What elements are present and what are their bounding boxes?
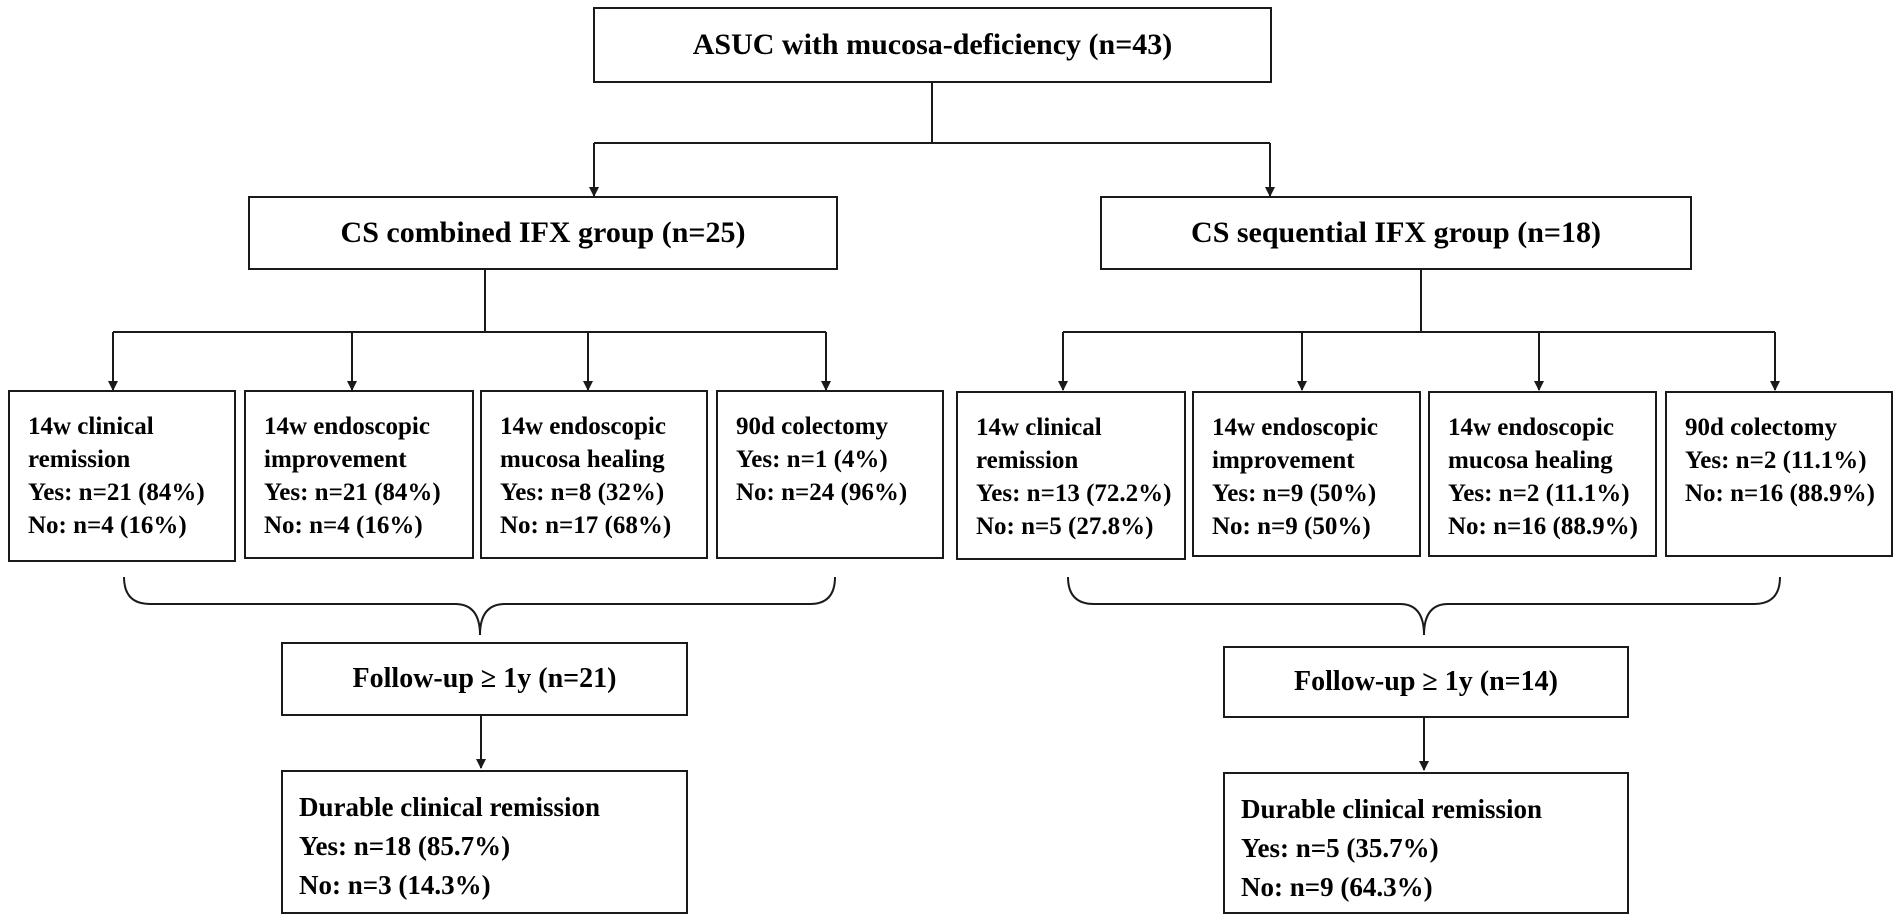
outcome-line: Yes: n=13 (72.2%) bbox=[976, 480, 1172, 507]
right-followup-box: Follow-up ≥ 1y (n=14) bbox=[1223, 646, 1629, 718]
root-label: ASUC with mucosa-deficiency (n=43) bbox=[692, 28, 1173, 61]
right-followup-label: Follow-up ≥ 1y (n=14) bbox=[1294, 666, 1558, 697]
outcome-line: Yes: n=21 (84%) bbox=[28, 479, 205, 506]
durable-yes: Yes: n=5 (35.7%) bbox=[1241, 833, 1439, 863]
right-outcome-clinical-remission: 14w clinical remission Yes: n=13 (72.2%)… bbox=[956, 391, 1186, 560]
outcome-line: Yes: n=1 (4%) bbox=[736, 446, 888, 473]
left-brace bbox=[123, 576, 836, 636]
outcome-line: Yes: n=2 (11.1%) bbox=[1685, 447, 1867, 474]
outcome-line: 90d colectomy bbox=[1685, 414, 1838, 441]
outcome-line: No: n=16 (88.9%) bbox=[1685, 480, 1875, 507]
outcome-line: No: n=24 (96%) bbox=[736, 479, 908, 506]
left-followup-box: Follow-up ≥ 1y (n=21) bbox=[281, 642, 688, 716]
outcome-line: Yes: n=21 (84%) bbox=[264, 479, 441, 506]
outcome-line: No: n=16 (88.9%) bbox=[1448, 513, 1638, 540]
outcome-line: mucosa healing bbox=[500, 446, 665, 473]
outcome-line: improvement bbox=[264, 446, 407, 473]
right-outcome-endoscopic-improvement: 14w endoscopic improvement Yes: n=9 (50%… bbox=[1192, 391, 1421, 557]
outcome-line: 14w endoscopic bbox=[500, 413, 666, 440]
outcome-line: Yes: n=9 (50%) bbox=[1212, 480, 1377, 507]
durable-title: Durable clinical remission bbox=[299, 792, 600, 822]
right-group-title: CS sequential IFX group (n=18) bbox=[1191, 216, 1601, 249]
durable-title: Durable clinical remission bbox=[1241, 794, 1542, 824]
left-group-box: CS combined IFX group (n=25) bbox=[248, 196, 838, 270]
outcome-line: 14w clinical bbox=[976, 414, 1102, 441]
outcome-line: remission bbox=[28, 446, 131, 473]
outcome-line: 14w endoscopic bbox=[1212, 414, 1378, 441]
outcome-line: No: n=4 (16%) bbox=[28, 512, 187, 539]
right-outcome-mucosa-healing: 14w endoscopic mucosa healing Yes: n=2 (… bbox=[1428, 391, 1657, 557]
outcome-line: Yes: n=8 (32%) bbox=[500, 479, 665, 506]
outcome-line: mucosa healing bbox=[1448, 447, 1613, 474]
left-followup-label: Follow-up ≥ 1y (n=21) bbox=[352, 663, 617, 694]
left-outcome-clinical-remission: 14w clinical remission Yes: n=21 (84%) N… bbox=[8, 390, 236, 562]
left-durable-remission-box: Durable clinical remission Yes: n=18 (85… bbox=[281, 770, 688, 914]
outcome-line: Yes: n=2 (11.1%) bbox=[1448, 480, 1630, 507]
outcome-line: No: n=17 (68%) bbox=[500, 512, 672, 539]
outcome-line: 14w endoscopic bbox=[264, 413, 430, 440]
outcome-line: 90d colectomy bbox=[736, 413, 889, 440]
right-durable-remission-box: Durable clinical remission Yes: n=5 (35.… bbox=[1223, 772, 1629, 914]
left-outcome-colectomy: 90d colectomy Yes: n=1 (4%) No: n=24 (96… bbox=[716, 390, 944, 559]
outcome-line: 14w endoscopic bbox=[1448, 414, 1614, 441]
left-group-title: CS combined IFX group (n=25) bbox=[340, 216, 746, 249]
outcome-line: No: n=9 (50%) bbox=[1212, 513, 1371, 540]
root-box: ASUC with mucosa-deficiency (n=43) bbox=[593, 7, 1272, 83]
right-brace bbox=[1067, 576, 1781, 636]
durable-yes: Yes: n=18 (85.7%) bbox=[299, 831, 511, 861]
right-outcome-colectomy: 90d colectomy Yes: n=2 (11.1%) No: n=16 … bbox=[1665, 391, 1893, 557]
right-group-box: CS sequential IFX group (n=18) bbox=[1100, 196, 1692, 270]
outcome-line: 14w clinical bbox=[28, 413, 154, 440]
durable-no: No: n=9 (64.3%) bbox=[1241, 872, 1433, 902]
left-outcome-endoscopic-improvement: 14w endoscopic improvement Yes: n=21 (84… bbox=[244, 390, 474, 559]
outcome-line: remission bbox=[976, 447, 1079, 474]
outcome-line: No: n=4 (16%) bbox=[264, 512, 423, 539]
durable-no: No: n=3 (14.3%) bbox=[299, 870, 491, 900]
outcome-line: improvement bbox=[1212, 447, 1355, 474]
outcome-line: No: n=5 (27.8%) bbox=[976, 513, 1154, 540]
left-outcome-mucosa-healing: 14w endoscopic mucosa healing Yes: n=8 (… bbox=[480, 390, 708, 559]
